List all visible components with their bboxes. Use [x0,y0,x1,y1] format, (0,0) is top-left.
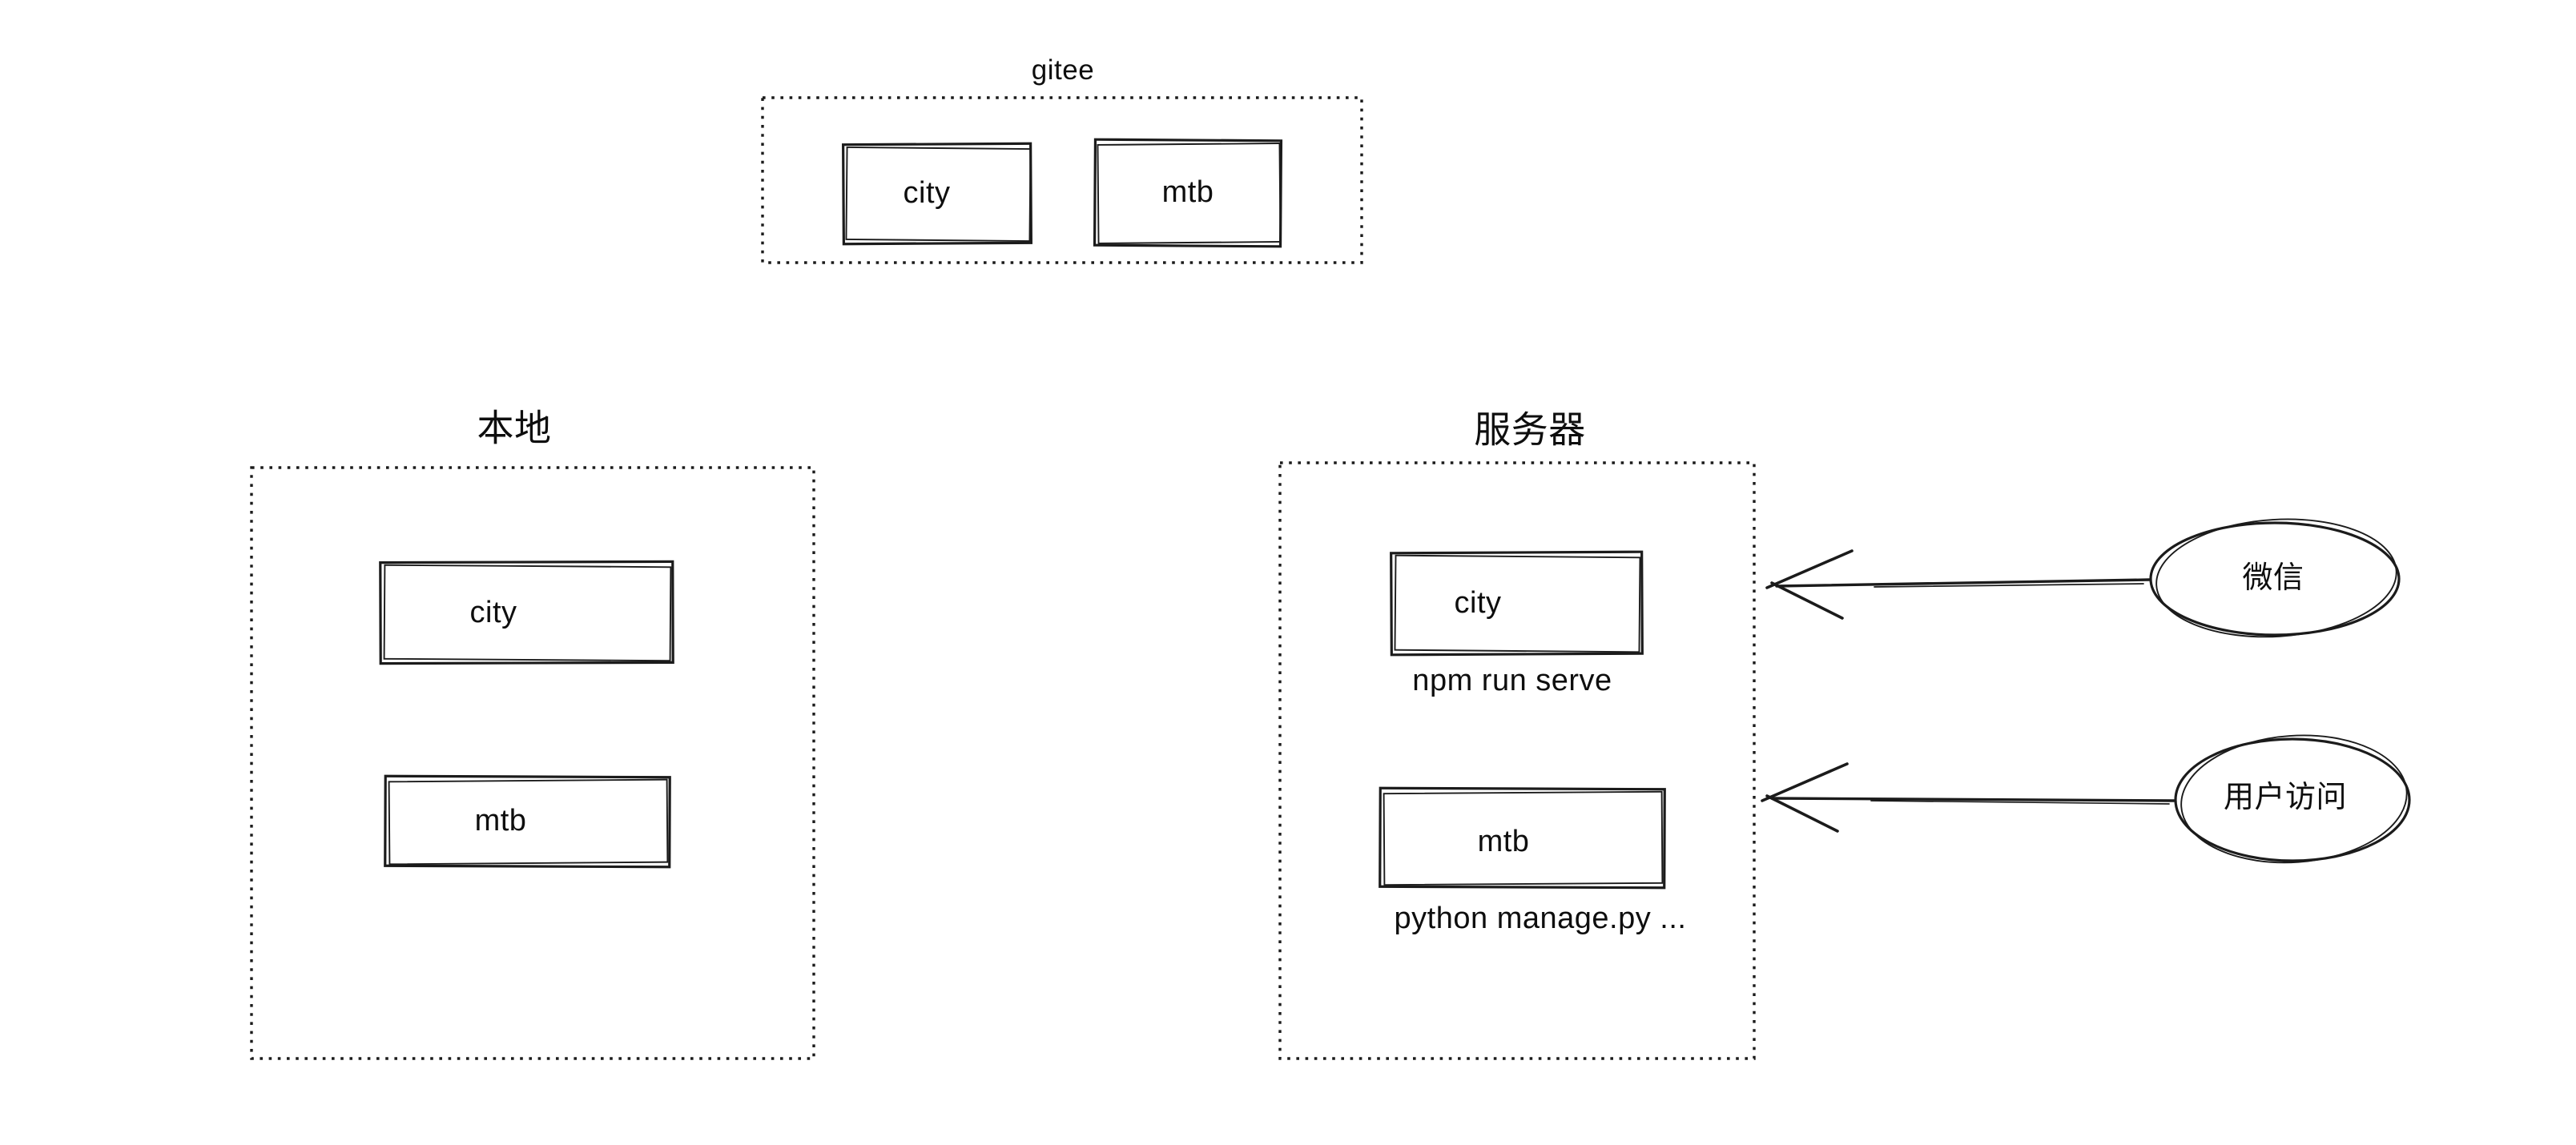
actor-label-user-access: 用户访问 [2223,781,2348,815]
actor-user-access-ellipse [2174,734,2411,864]
node-gitee-mtb [1093,138,1283,248]
node-server-city [1390,550,1644,657]
node-label-local-mtb: mtb [474,804,527,838]
node-label-server-city: city [1454,586,1502,621]
arrow-wechat-to-server [1765,549,2151,620]
node-local-mtb [384,774,671,869]
node-label-gitee-mtb: mtb [1161,175,1214,210]
node-caption-npm-run-serve: npm run serve [1412,664,1612,698]
node-gitee-city [842,142,1032,246]
node-label-gitee-city: city [903,176,951,211]
frame-label-local: 本地 [477,407,552,449]
node-local-city [379,560,674,665]
frame-local [250,466,815,1060]
actor-label-wechat: 微信 [2242,561,2304,596]
frame-gitee [761,96,1363,264]
node-label-server-mtb: mtb [1477,825,1530,859]
frame-label-gitee: gitee [1031,54,1095,86]
arrow-user-access-to-server [1761,762,2176,833]
frame-label-server: 服务器 [1474,408,1586,451]
node-caption-python-manage: python manage.py ... [1394,902,1687,936]
frame-server [1278,461,1756,1060]
actor-wechat-ellipse [2149,518,2401,638]
node-label-local-city: city [469,596,517,630]
node-server-mtb [1379,786,1666,890]
